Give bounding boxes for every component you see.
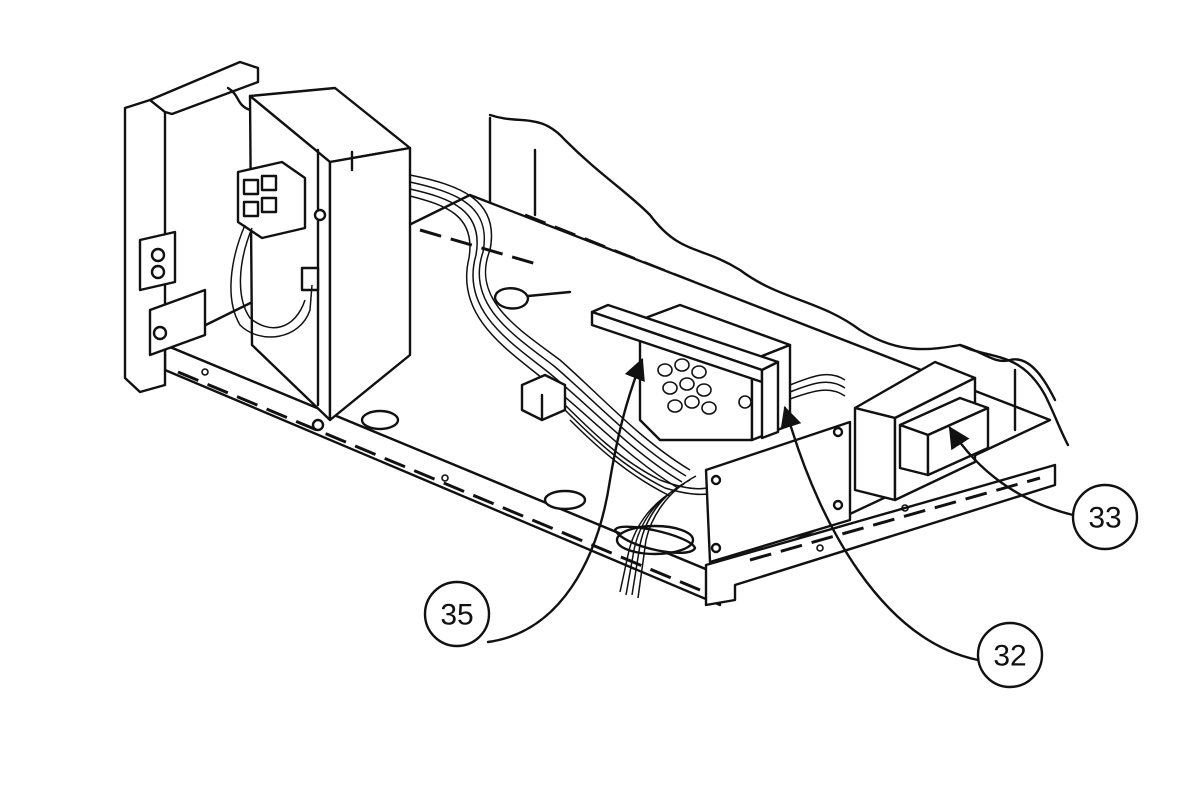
- callout-circle-35: [423, 580, 491, 648]
- wire-harness-connector-feed: [789, 373, 846, 400]
- grommet-outline: [613, 525, 697, 555]
- housing-screw-1: [313, 208, 327, 222]
- terminal-slot-3: [242, 200, 260, 218]
- right-wall-break-line: [958, 343, 1057, 402]
- front-plate-screw-2: [710, 542, 722, 554]
- bracket-screw-2: [150, 264, 166, 280]
- transformer-housing-side: [328, 146, 412, 422]
- callout-35: 35: [423, 580, 491, 648]
- callout-circle-33: [1071, 483, 1139, 551]
- wire-harness-top: [409, 174, 691, 489]
- housing-internal-wires: [230, 224, 313, 338]
- terminal-slot-1: [242, 178, 260, 196]
- right-rail: [704, 463, 1057, 607]
- rail-rivet: [816, 544, 824, 552]
- inline-connector: [520, 373, 567, 422]
- right-front-plate: [704, 420, 852, 564]
- terminal-slot-4: [260, 196, 278, 214]
- terminal-slot-2: [260, 174, 278, 192]
- floor-rivet-2: [441, 474, 449, 482]
- callout-label-33: 33: [1088, 502, 1121, 535]
- callout-circle-32: [976, 621, 1044, 689]
- bracket-screw-1: [150, 247, 166, 263]
- callout-32: 32: [976, 621, 1044, 689]
- left-panel-break-line: [226, 86, 252, 112]
- floor-hole-1: [360, 409, 400, 431]
- housing-screw-2: [311, 418, 325, 432]
- front-plate-screw-3: [832, 426, 844, 438]
- connector-socket-grid: [657, 358, 752, 415]
- left-panel-top-lip: [148, 60, 260, 116]
- transformer-front: [853, 406, 897, 502]
- leader-line-35: [486, 357, 645, 644]
- floor-hole-grommet: [615, 524, 695, 556]
- transformer-mount-screw: [901, 504, 909, 512]
- floor-rivet-1: [201, 368, 209, 376]
- callout-label-32: 32: [993, 640, 1026, 673]
- leader-line-32: [780, 405, 980, 662]
- cable-tie-tail: [526, 290, 572, 298]
- mounting-bar-bracket: [760, 360, 780, 440]
- back-wall-break-line: [488, 113, 1070, 447]
- front-plate-screw-4: [832, 499, 844, 511]
- callout-33: 33: [1071, 483, 1139, 551]
- chassis-mid-dashed-line: [419, 228, 541, 267]
- floor-bracket-screw: [152, 325, 168, 341]
- front-plate-screw-1: [710, 474, 722, 486]
- leader-line-33: [948, 426, 1075, 517]
- housing-clip: [300, 266, 320, 292]
- cable-tie: [493, 287, 530, 310]
- floor-hole-2: [543, 489, 587, 511]
- callout-label-35: 35: [440, 599, 473, 632]
- transformer-core-front: [898, 423, 930, 477]
- right-rail-dashed: [749, 476, 1041, 562]
- wire-harness-drop: [619, 475, 697, 599]
